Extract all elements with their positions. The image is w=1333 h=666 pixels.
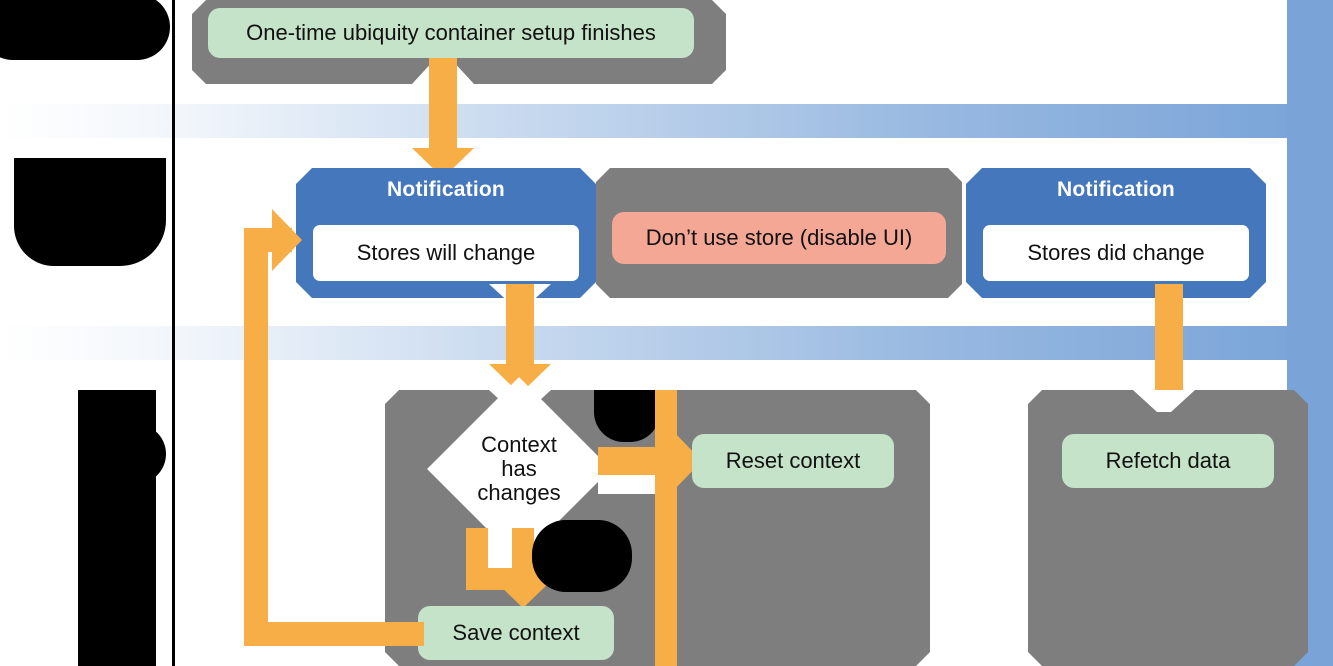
- edge-diamond-to-save-stem: [512, 528, 534, 578]
- task-save-context[interactable]: Save context: [418, 606, 614, 660]
- edge-will-change-to-diamond-stem: [506, 284, 534, 368]
- edge-feedback-bottom-run: [244, 622, 424, 646]
- notification-will-change-body: Stores will change: [313, 225, 579, 281]
- decision-label-line-2: has: [501, 456, 537, 482]
- lane-1-label-redaction: [0, 0, 170, 60]
- task-dont-use-store[interactable]: Don’t use store (disable UI): [612, 212, 946, 264]
- decision-context-has-changes-label: Context has changes: [443, 416, 595, 522]
- edge-reset-vertical-rail: [655, 390, 677, 666]
- phase-band-2-bar: [0, 326, 1307, 360]
- phase-band-1: [0, 95, 1333, 147]
- lane-divider-line: [172, 0, 175, 666]
- notification-did-change-title: Notification: [1057, 178, 1175, 201]
- phase-band-2: [0, 317, 1333, 369]
- lane-3-label-redaction-bump: [128, 424, 166, 484]
- phase-band-1-bar: [0, 104, 1307, 138]
- decision-label-line-1: Context: [481, 432, 557, 458]
- edge-feedback-left-riser: [244, 228, 268, 646]
- decision-label-line-3: changes: [477, 479, 561, 505]
- task-refetch-data[interactable]: Refetch data: [1062, 434, 1274, 488]
- edge-setup-to-will-change-stem: [429, 58, 457, 151]
- notification-will-change-title: Notification: [387, 178, 505, 201]
- task-setup-finished[interactable]: One-time ubiquity container setup finish…: [208, 8, 694, 58]
- edge-feedback-head: [272, 209, 302, 271]
- edge-label-diamond-down-redaction: [532, 520, 632, 592]
- edge-label-diamond-right-redaction: [594, 390, 660, 442]
- group-refetch: [1028, 390, 1308, 666]
- edge-did-change-to-refetch-stem: [1155, 284, 1183, 396]
- task-reset-context[interactable]: Reset context: [692, 434, 894, 488]
- notification-did-change-body: Stores did change: [983, 225, 1249, 281]
- lane-2-label-redaction: [14, 158, 166, 266]
